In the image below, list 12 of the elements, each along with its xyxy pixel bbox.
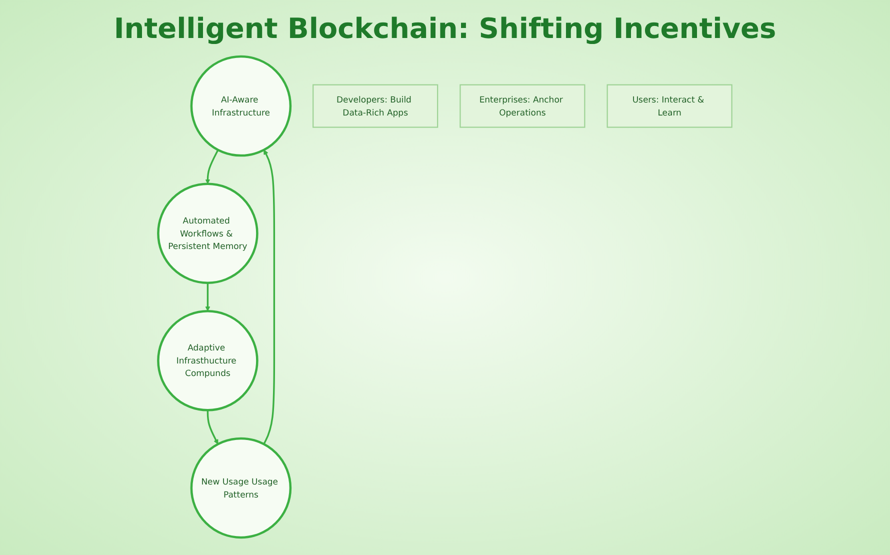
arrow — [205, 282, 210, 311]
node-box: Enterprises: Anchor Operations — [460, 84, 586, 128]
node-circle: Adaptive Infrasthucture Compunds — [157, 310, 258, 411]
arrow — [206, 410, 218, 444]
arrow — [205, 149, 219, 184]
node-box: Users: Interact & Learn — [606, 84, 732, 128]
node-circle: New Usage Usage Patterns — [190, 436, 292, 538]
node-box: Developers: Build Data-Rich Apps — [312, 84, 438, 128]
title: Intelligent Blockchain: Shifting Incentives — [112, 12, 778, 45]
node-circle: Automated Workflows & Persistent Memory — [157, 182, 258, 284]
arrow — [263, 149, 276, 444]
node-circle: AI-Aware Infrastructure — [190, 54, 292, 156]
